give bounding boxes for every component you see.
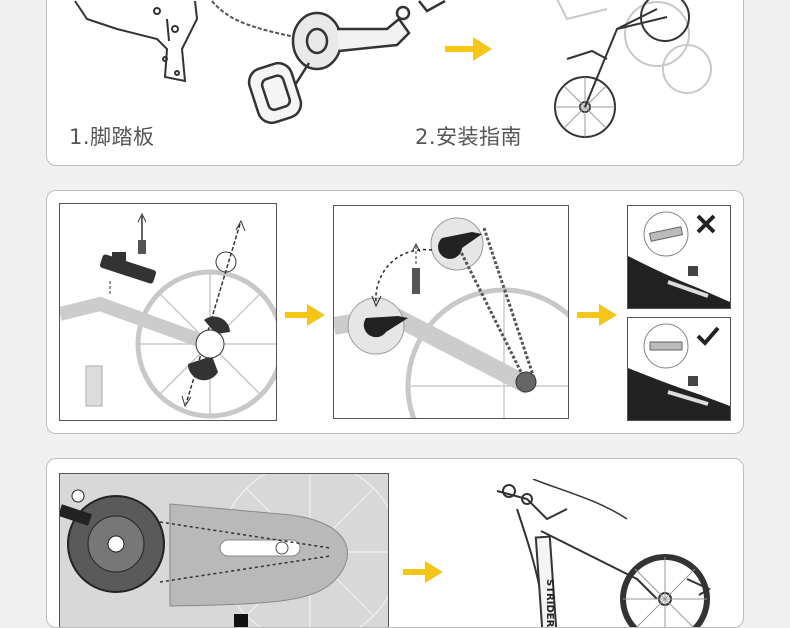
chain-crank-illustration xyxy=(334,217,568,418)
chain-guard-frame xyxy=(59,473,389,627)
pedal-parts-illustration xyxy=(74,0,712,138)
correct-example-frame xyxy=(627,317,731,421)
incorrect-example-illustration xyxy=(628,211,730,308)
step-arrow xyxy=(403,561,443,583)
checkmark-icon xyxy=(696,326,720,346)
install-step-frame-b xyxy=(333,205,569,419)
cross-icon xyxy=(696,214,716,234)
bike-brand-label: STRIDER xyxy=(544,579,555,628)
install-step-frame-a xyxy=(59,203,277,421)
step-arrow xyxy=(445,37,492,61)
chain-guard-illustration xyxy=(60,474,388,627)
step-panel-1: 1.脚踏板 2.安装指南 xyxy=(46,0,744,166)
step-arrow xyxy=(285,304,325,326)
step-panel-2 xyxy=(46,190,744,434)
step-arrow xyxy=(577,304,617,326)
correct-example-illustration xyxy=(628,323,730,420)
incorrect-example-frame xyxy=(627,205,731,309)
step-panel-3: STRIDER xyxy=(46,458,744,628)
step-2-caption: 2.安装指南 xyxy=(415,125,523,149)
assembled-bike-illustration: STRIDER xyxy=(496,479,712,628)
crank-exploded-illustration xyxy=(60,212,276,419)
step-1-caption: 1.脚踏板 xyxy=(69,125,155,149)
